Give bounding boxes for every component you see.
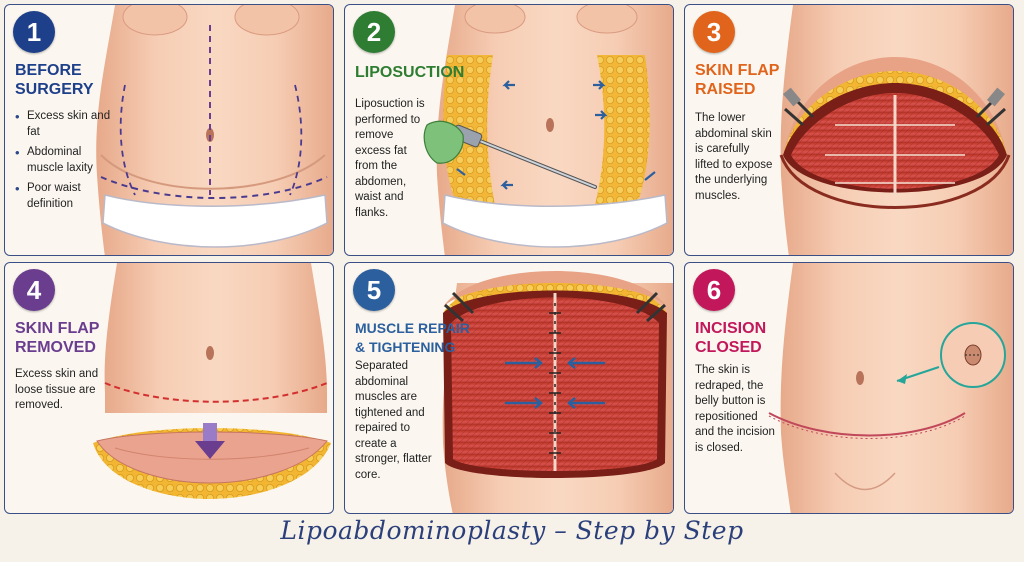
step-number-badge: 2 [353, 11, 395, 53]
panel-title: SKIN FLAP REMOVED [15, 319, 99, 357]
panel-description: Separated abdominal muscles are tightene… [355, 359, 439, 483]
step-number-badge: 1 [13, 11, 55, 53]
panel-muscle-repair: 5 MUSCLE REPAIR & TIGHTENING Separated a… [344, 262, 674, 514]
step-number-badge: 5 [353, 269, 395, 311]
panel-description: Excess skin and loose tissue are removed… [15, 367, 99, 414]
panel-before-surgery: 1 BEFORE SURGERY Excess skin and fat Abd… [4, 4, 334, 256]
bullet-item: Poor waist definition [15, 181, 111, 212]
panel-description: Liposuction is performed to remove exces… [355, 97, 429, 221]
bullet-item: Excess skin and fat [15, 109, 111, 140]
panel-incision-closed: 6 INCISION CLOSED The skin is redraped, … [684, 262, 1014, 514]
panel-title: LIPOSUCTION [355, 63, 464, 82]
step-number-badge: 6 [693, 269, 735, 311]
panel-description: The skin is redraped, the belly button i… [695, 363, 775, 456]
panel-title: BEFORE SURGERY [15, 61, 94, 99]
diagram-frame: 1 BEFORE SURGERY Excess skin and fat Abd… [4, 4, 1018, 514]
panel-title: MUSCLE REPAIR & TIGHTENING [355, 319, 470, 357]
panel-title: INCISION CLOSED [695, 319, 766, 357]
step-number-badge: 4 [13, 269, 55, 311]
panel-skin-flap-raised: 3 SKIN FLAP RAISED The lower abdominal s… [684, 4, 1014, 256]
bullet-list: Excess skin and fat Abdominal muscle lax… [15, 109, 111, 217]
bullet-item: Abdominal muscle laxity [15, 145, 111, 176]
diagram-caption: Lipoabdominoplasty – Step by Step [0, 516, 1024, 545]
panel-skin-flap-removed: 4 SKIN FLAP REMOVED Excess skin and loos… [4, 262, 334, 514]
panel-title: SKIN FLAP RAISED [695, 61, 779, 99]
panel-liposuction: 2 LIPOSUCTION Liposuction is performed t… [344, 4, 674, 256]
panel-description: The lower abdominal skin is carefully li… [695, 111, 773, 204]
step-number-badge: 3 [693, 11, 735, 53]
